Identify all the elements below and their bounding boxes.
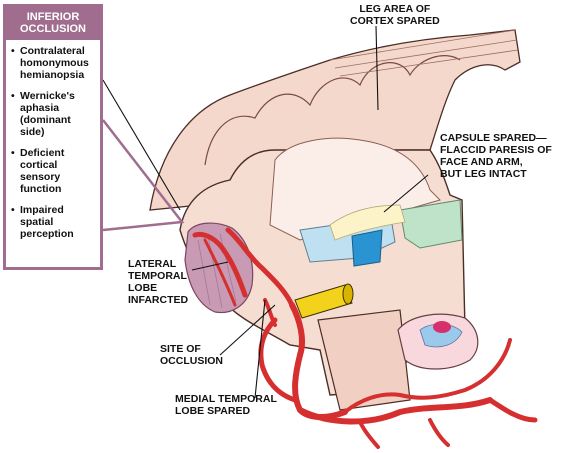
leader-lines — [102, 25, 429, 399]
label-lateral-temporal: LATERAL TEMPORAL LOBE INFARCTED — [128, 258, 189, 306]
occluded-segment — [294, 284, 353, 319]
arteries — [192, 227, 538, 449]
capsule-cream — [329, 204, 406, 241]
capsule-green-region — [399, 199, 463, 249]
callout-item-hemianopsia: Contralateral homonymous hemianopsia — [11, 45, 96, 81]
pons-inner — [419, 323, 463, 348]
label-site-occlusion: SITE OF OCCLUSION — [160, 343, 223, 367]
white-matter — [269, 137, 441, 241]
gyri — [204, 55, 461, 166]
label-capsule-spared: CAPSULE SPARED— FLACCID PARESIS OF FACE … — [440, 132, 552, 180]
brainstem — [317, 309, 411, 411]
slab-stripes — [329, 29, 519, 77]
callout-item-sensory: Deficient cortical sensory function — [11, 147, 96, 195]
inferior-occlusion-callout: INFERIOR OCCLUSION Contralateral homonym… — [3, 4, 103, 270]
label-leg-area: LEG AREA OF CORTEX SPARED — [350, 3, 440, 27]
label-medial-temporal: MEDIAL TEMPORAL LOBE SPARED — [175, 393, 277, 417]
callout-item-spatial: Impaired spatial perception — [11, 204, 96, 240]
callout-list: Contralateral homonymous hemianopsia Wer… — [6, 40, 100, 240]
capsule-core — [351, 229, 383, 267]
red-nucleus — [433, 321, 451, 333]
callout-pointer — [102, 119, 185, 232]
callout-title: INFERIOR OCCLUSION — [6, 7, 100, 40]
occluded-end — [342, 283, 354, 305]
callout-item-aphasia: Wernicke's aphasia (dominant side) — [11, 90, 96, 138]
